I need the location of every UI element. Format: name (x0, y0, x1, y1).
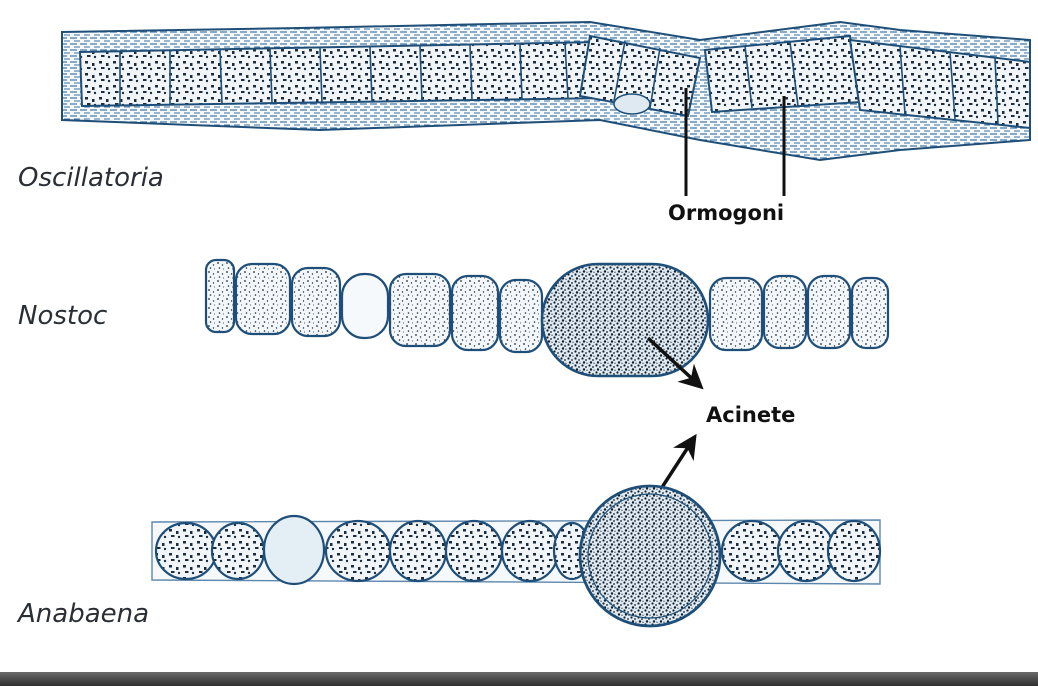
label-ormogoni: Ormogoni (668, 201, 784, 225)
anabaena-cell (828, 521, 880, 581)
nostoc-cell (390, 274, 450, 346)
nostoc-cell (710, 278, 762, 350)
anabaena-cell (446, 521, 502, 581)
heterocyst (342, 274, 388, 338)
nostoc-cell (808, 276, 850, 348)
nostoc-cell (452, 276, 498, 350)
anabaena-cell (778, 521, 834, 581)
nostoc-cell (206, 260, 234, 332)
nostoc-cell (236, 264, 290, 334)
nostoc-akinete (542, 264, 708, 376)
nostoc-cell (292, 268, 340, 336)
nostoc-cell (764, 276, 806, 348)
anabaena-cell (390, 521, 446, 581)
label-anabaena: Anabaena (16, 599, 149, 629)
anabaena-filament (152, 486, 880, 626)
nostoc-filament (206, 260, 888, 376)
oscillatoria-filament (62, 22, 1030, 160)
anabaena-akinete (580, 486, 720, 626)
bottom-bar (0, 672, 1038, 686)
heterocyst (264, 516, 324, 584)
label-acinete: Acinete (706, 403, 795, 427)
oscillatoria-trichome-left (80, 42, 610, 106)
anabaena-cell (722, 521, 782, 581)
label-oscillatoria: Oscillatoria (18, 163, 164, 193)
nostoc-cell (852, 278, 888, 348)
nostoc-cell (500, 280, 542, 352)
separation-disc (614, 94, 650, 114)
anabaena-cell (502, 521, 558, 581)
label-nostoc: Nostoc (18, 301, 107, 331)
anabaena-cell (212, 523, 264, 579)
anabaena-cell (156, 523, 216, 579)
anabaena-cell (326, 521, 390, 581)
